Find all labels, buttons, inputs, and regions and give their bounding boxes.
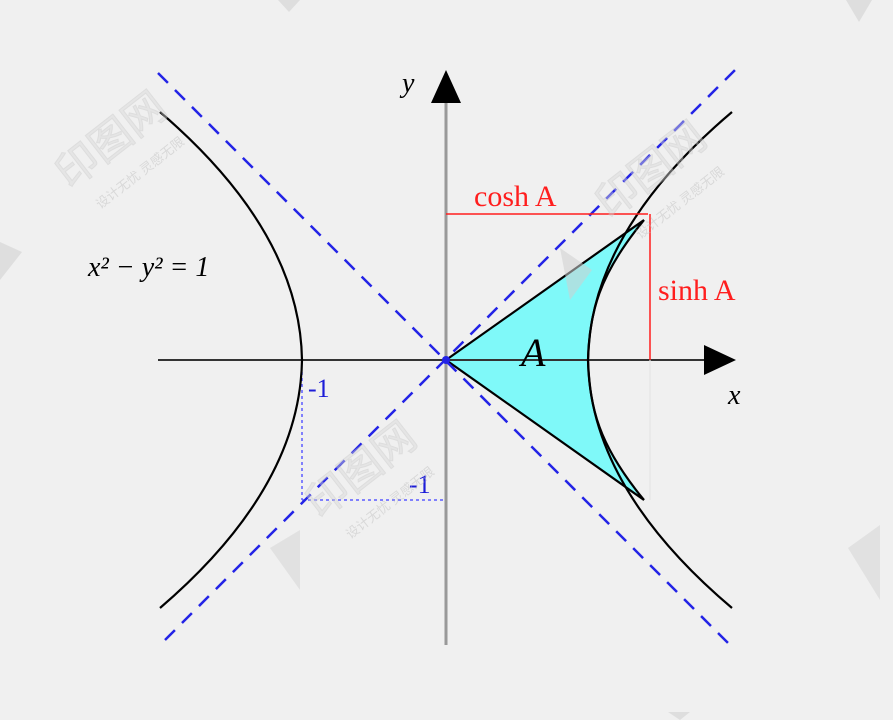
x-axis-label: x [727,380,741,411]
y-tick-label: -1 [409,470,431,499]
area-label: A [518,330,546,375]
cosh-label: cosh A [474,180,557,213]
watermark-brand: 印图网 [297,412,425,527]
watermark-2: 印图网 设计无忧 灵感无限 [586,112,727,242]
watermark-brand: 印图网 [47,82,175,197]
x-intercept-label: -1 [308,374,330,403]
asymptote-descending [157,72,731,646]
y-axis-label: y [399,68,415,99]
equation-label: x² − y² = 1 [87,252,209,283]
watermark-1: 印图网 设计无忧 灵感无限 [46,82,187,212]
y-axis-arrow [431,70,461,103]
x-axis-arrow [704,345,736,375]
watermark-3: 印图网 设计无忧 灵感无限 [296,412,437,542]
hyperbola-left-branch [159,111,304,609]
watermark-brand: 印图网 [587,112,715,227]
origin-point [442,356,450,364]
sinh-label: sinh A [658,274,736,307]
hyperbola-right-branch [586,111,733,609]
